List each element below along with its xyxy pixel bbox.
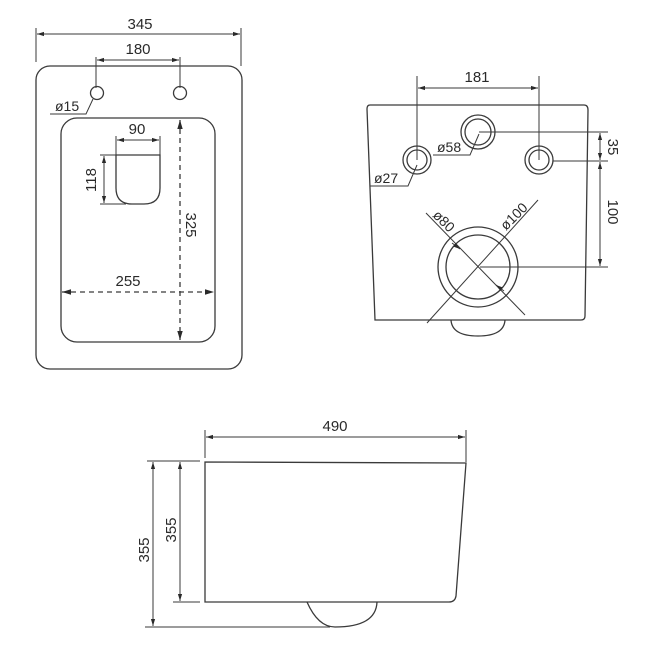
bolt-hole-left-outer [402,145,432,175]
dim-outlet-inner-diameter: ø80 [430,207,459,236]
bolt-hole-left-inner [406,149,428,171]
waste-outlet-outer [437,226,519,308]
rear-view: 181 ø58 ø27 35 100 ø80 ø100 [366,69,621,337]
seat-hole-right [172,85,188,101]
outlet-spigot [450,319,506,337]
dim-outlet-width: 90 [129,121,146,138]
bowl-outline [60,117,216,343]
dim-bowl-width: 255 [115,273,140,290]
dim-inlet-offset: 35 [604,139,621,156]
dim-hole-spacing: 180 [125,41,150,58]
top-view: 345 180 ø15 90 118 325 255 [35,16,243,370]
dim-depth: 490 [322,418,347,435]
dim-bolt-hole-diameter: ø27 [374,170,398,186]
side-view-outline [204,461,467,603]
dim-hole-diameter: ø15 [55,98,79,114]
side-spigot [306,601,378,628]
side-view: 490 355 355 [136,418,467,628]
rear-view-outline [366,104,589,321]
dim-total-height: 355 [136,537,153,562]
top-view-outline [35,65,243,370]
bolt-hole-right-outer [524,145,554,175]
dim-bolt-spacing: 181 [464,69,489,86]
dim-body-height: 355 [163,517,180,542]
dim-outlet-height: 100 [604,199,621,224]
waste-outlet-inner [445,234,511,300]
outlet-shape [115,154,161,205]
dim-bowl-length: 325 [182,212,199,237]
bolt-hole-right-inner [528,149,550,171]
dim-outlet-outer-diameter: ø100 [497,199,531,233]
dim-inlet-diameter: ø58 [437,139,461,155]
dim-outlet-depth: 118 [83,168,100,192]
dim-overall-width: 345 [127,16,152,33]
seat-hole-left [89,85,105,101]
